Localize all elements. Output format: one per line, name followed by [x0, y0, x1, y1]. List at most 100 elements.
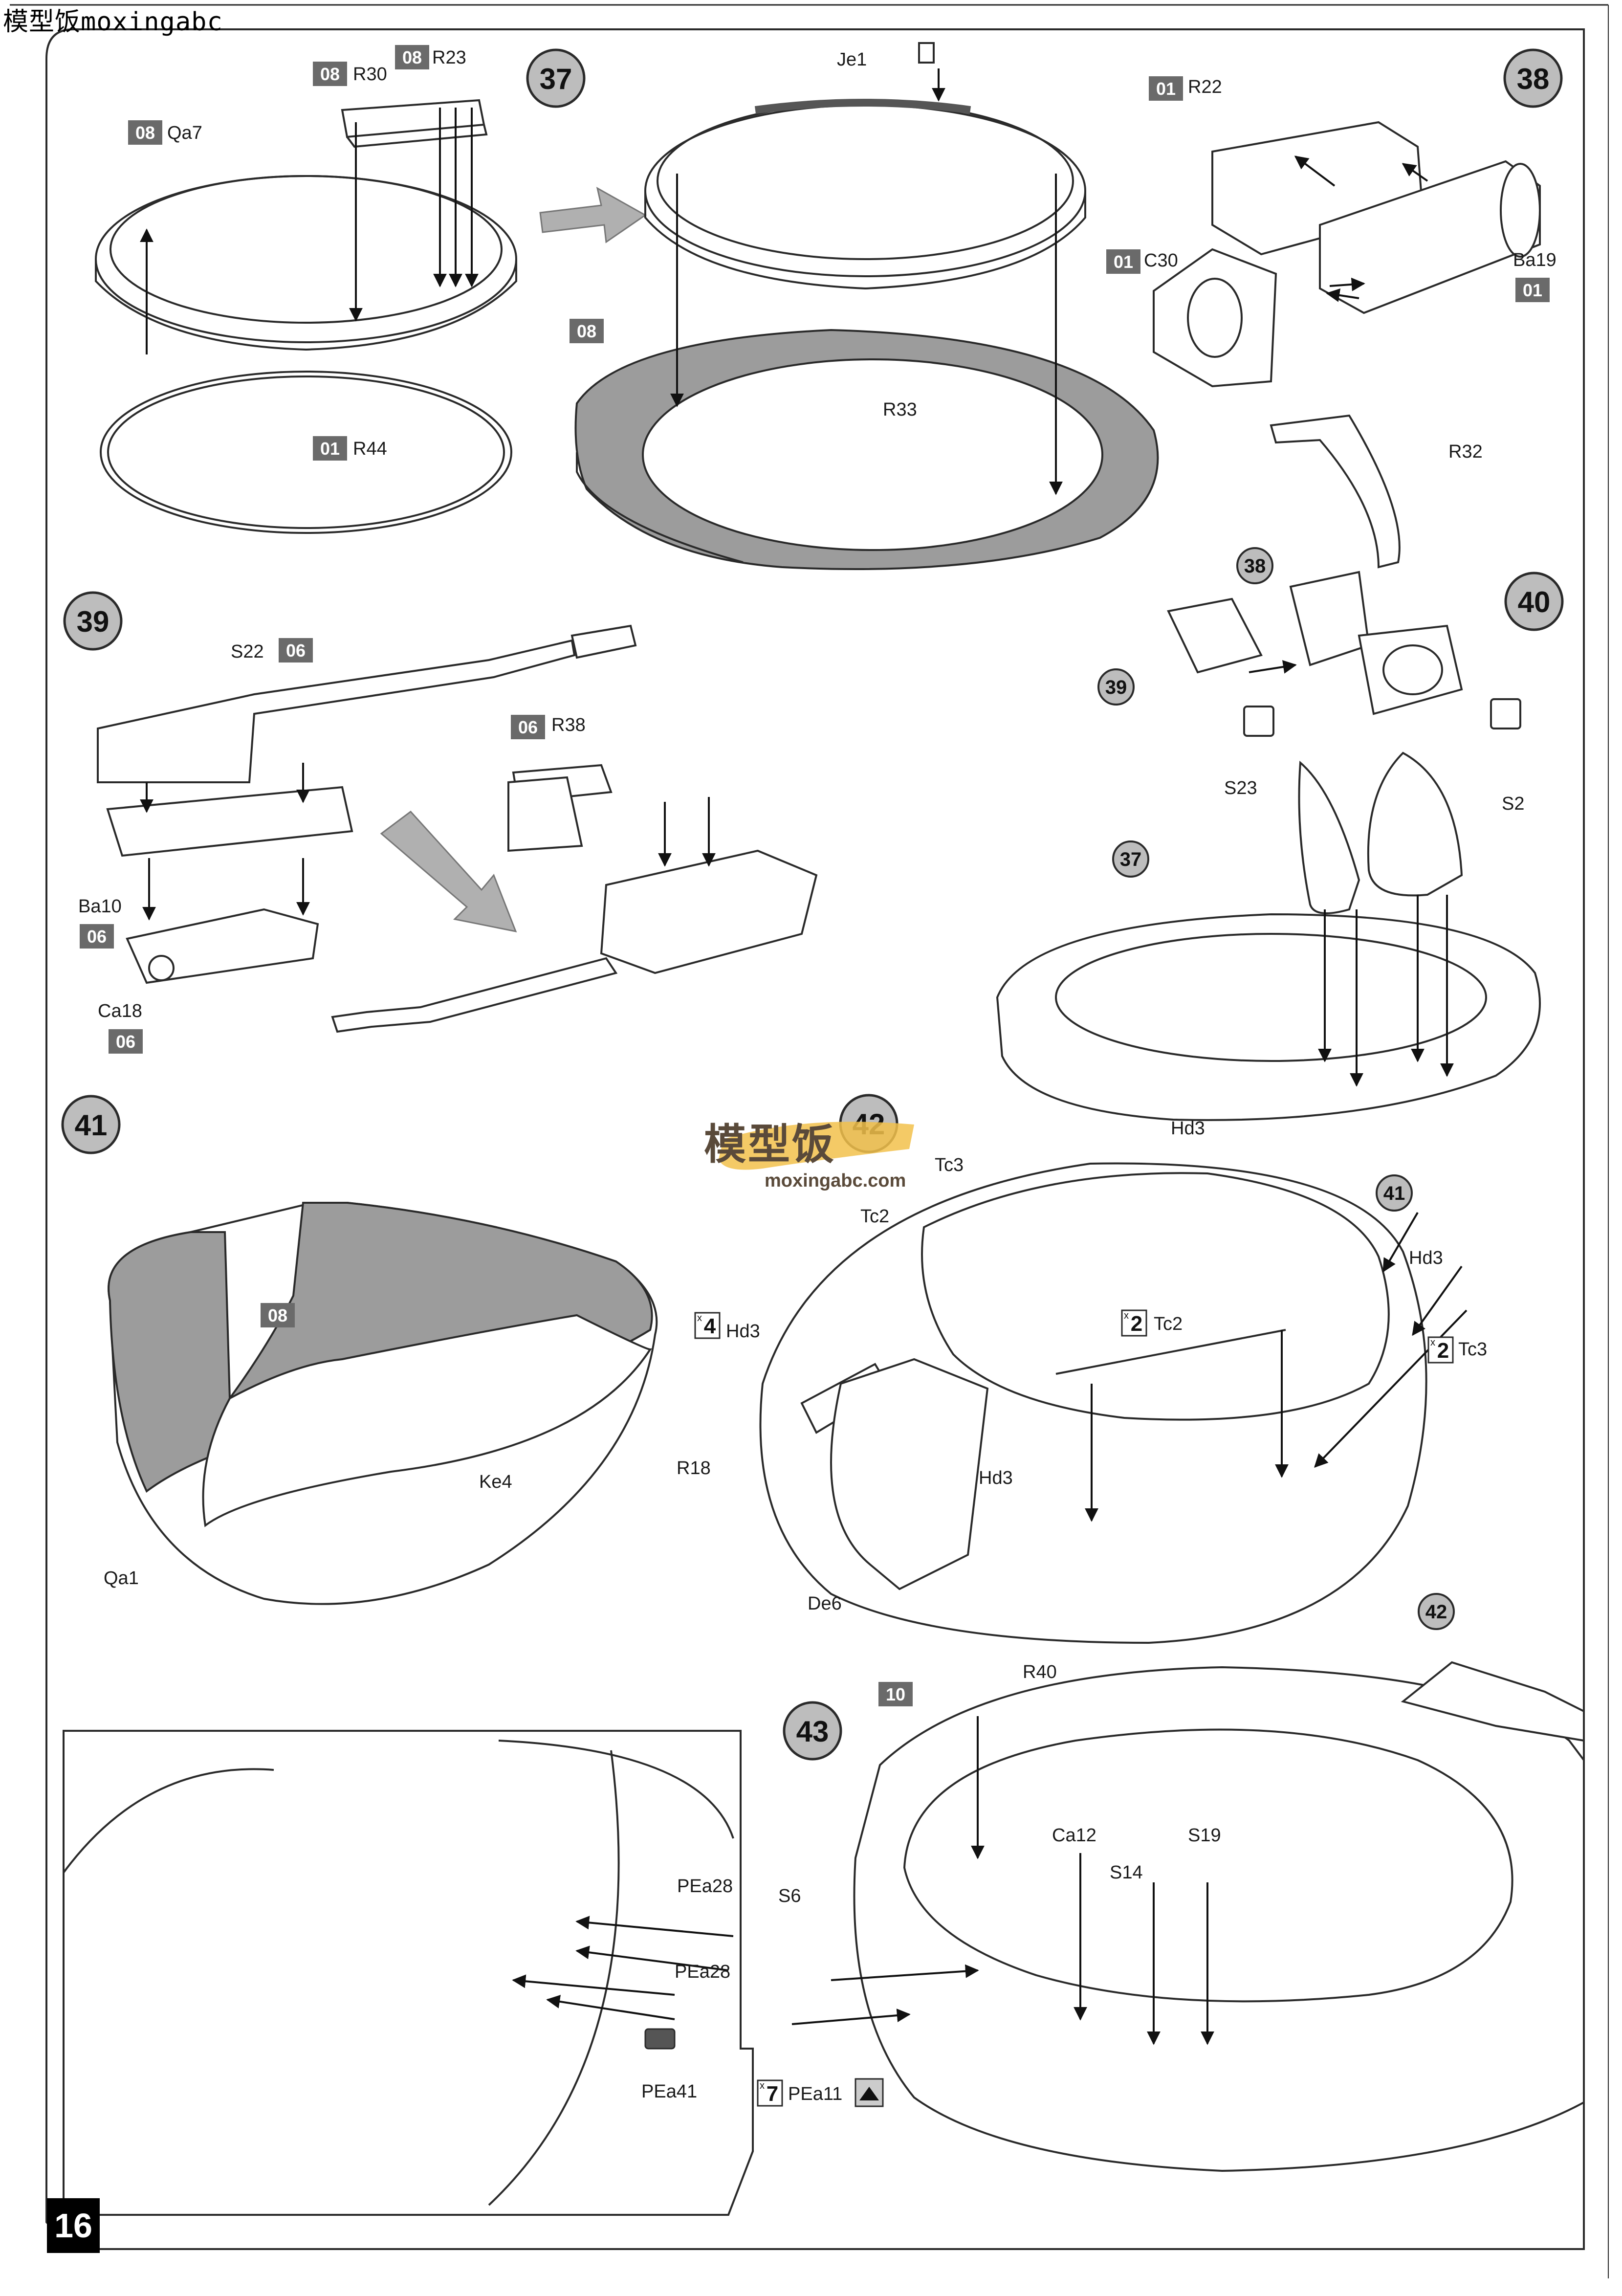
ref-badge-labels: 38 39 37 41 42 — [1105, 555, 1447, 1623]
part-je1-shape — [918, 42, 935, 64]
label-r18: R18 — [677, 1458, 711, 1479]
step-badge-38 — [1503, 48, 1563, 108]
inset-arrows — [512, 1916, 734, 2020]
step-badge-41 — [61, 1095, 121, 1154]
label-r33: R33 — [883, 399, 917, 420]
step-37-base-plate — [574, 329, 1159, 570]
step-43-arrows — [791, 1716, 1214, 2045]
label-tc2-a: Tc2 — [860, 1206, 889, 1227]
step-42-assembly — [759, 1162, 1427, 1644]
svg-text:06: 06 — [518, 717, 538, 737]
part-labels: R30 R23 Qa7 R44 Je1 R33 R22 C30 Ba19 R32… — [78, 47, 1556, 2104]
watermark-text: 模型饭moxingabc — [3, 7, 223, 37]
step-label-43: 43 — [796, 1715, 829, 1748]
label-tc2-b: Tc2 — [1154, 1314, 1183, 1334]
svg-text:37: 37 — [1120, 849, 1142, 870]
svg-text:x: x — [1124, 1310, 1129, 1321]
svg-text:01: 01 — [320, 439, 340, 459]
label-je1: Je1 — [837, 49, 867, 70]
label-hd3-c: Hd3 — [726, 1321, 760, 1342]
label-s23: S23 — [1224, 778, 1257, 798]
step-43-assembly — [853, 1661, 1585, 2172]
step-37-right-arrows — [670, 68, 1063, 495]
svg-text:08: 08 — [320, 64, 340, 84]
step-40-arrows — [1249, 660, 1454, 1087]
label-qa1: Qa1 — [104, 1568, 139, 1589]
label-r23: R23 — [432, 47, 466, 68]
label-s6: S6 — [778, 1886, 801, 1906]
label-tc3-b: Tc3 — [1458, 1339, 1487, 1360]
step-badge-43 — [783, 1701, 842, 1761]
step-badge-39 — [63, 591, 123, 651]
label-ke4: Ke4 — [479, 1472, 512, 1492]
svg-text:x: x — [697, 1313, 702, 1324]
svg-text:08: 08 — [577, 321, 596, 341]
label-de6: De6 — [808, 1593, 842, 1614]
step-39-arrows — [140, 763, 716, 921]
page-number: 16 — [47, 2198, 100, 2253]
step-41-assembly — [108, 1202, 658, 1605]
svg-text:01: 01 — [1523, 280, 1542, 300]
step-label-38: 38 — [1517, 63, 1550, 95]
svg-text:x: x — [1430, 1337, 1435, 1348]
label-ca18: Ca18 — [98, 1001, 142, 1021]
grey-arrow-39 — [380, 810, 517, 933]
grey-arrow-37 — [539, 187, 647, 243]
step-37-right-ring — [644, 99, 1086, 290]
ref-badges — [1097, 547, 1455, 1630]
label-tc3-a: Tc3 — [935, 1155, 964, 1175]
step-label-40: 40 — [1518, 586, 1551, 618]
label-s2: S2 — [1502, 794, 1524, 814]
svg-text:4: 4 — [704, 1314, 716, 1338]
bend-up-icon — [859, 2087, 879, 2100]
label-ba19: Ba19 — [1513, 250, 1556, 270]
label-pea11: PEa11 — [788, 2084, 842, 2104]
svg-text:01: 01 — [1114, 252, 1133, 272]
svg-text:42: 42 — [1425, 1601, 1447, 1623]
step-badge-37 — [526, 48, 586, 108]
label-hd3-b: Hd3 — [1409, 1248, 1443, 1268]
label-r38: R38 — [551, 715, 586, 735]
logo-brush-mark — [719, 1122, 914, 1170]
svg-text:06: 06 — [116, 1032, 135, 1052]
label-qa7: Qa7 — [167, 123, 202, 143]
step-label-37: 37 — [540, 63, 572, 95]
site-logo: 模型饭 moxingabc.com — [704, 1110, 929, 1191]
label-hd3-d: Hd3 — [979, 1468, 1013, 1488]
label-ba10: Ba10 — [78, 896, 122, 917]
label-s19: S19 — [1188, 1825, 1221, 1846]
step-38-assembly — [1153, 121, 1541, 388]
label-r40: R40 — [1023, 1662, 1057, 1682]
label-pea28-b: PEa28 — [675, 1962, 730, 1982]
svg-text:2: 2 — [1131, 1312, 1142, 1336]
label-r22: R22 — [1188, 77, 1222, 97]
svg-text:2: 2 — [1437, 1339, 1449, 1363]
label-c30: C30 — [1144, 250, 1178, 271]
svg-text:39: 39 — [1105, 677, 1127, 698]
svg-text:08: 08 — [268, 1305, 287, 1325]
label-pea41: PEa41 — [641, 2081, 697, 2102]
svg-text:10: 10 — [886, 1684, 905, 1704]
svg-text:06: 06 — [87, 927, 107, 947]
svg-text:7: 7 — [767, 2082, 778, 2106]
sprue-boxes — [80, 45, 1550, 1706]
step-42-arrows — [1085, 1212, 1468, 1522]
step-badge-40 — [1504, 572, 1564, 631]
label-pea28-a: PEa28 — [677, 1876, 733, 1897]
svg-text:06: 06 — [286, 640, 306, 661]
step-37-left-arrows — [140, 108, 479, 354]
svg-text:08: 08 — [402, 47, 422, 67]
step-label-39: 39 — [77, 605, 110, 638]
logo-url: moxingabc.com — [765, 1170, 906, 1191]
label-s14: S14 — [1110, 1862, 1143, 1883]
step-label-41: 41 — [75, 1109, 108, 1142]
label-hd3-a: Hd3 — [1171, 1118, 1205, 1139]
svg-text:38: 38 — [1244, 555, 1266, 577]
step-38-arrows — [1294, 155, 1428, 302]
svg-text:08: 08 — [135, 123, 155, 143]
label-s22: S22 — [231, 641, 264, 662]
svg-text:01: 01 — [1156, 79, 1176, 99]
label-r30: R30 — [353, 64, 387, 85]
